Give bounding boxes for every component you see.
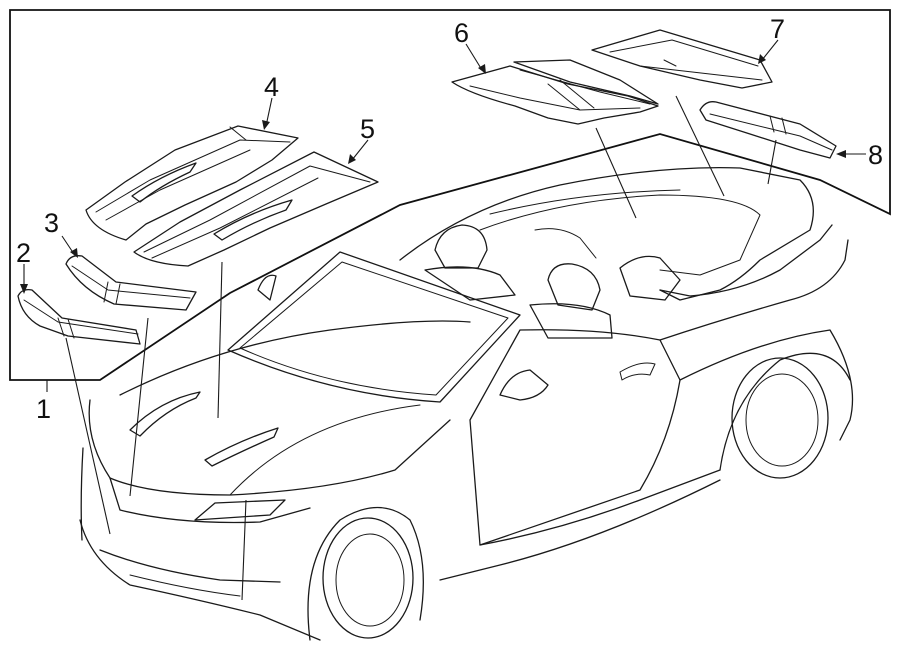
callout-2: 2 — [16, 238, 31, 268]
callout-8: 8 — [868, 140, 883, 170]
callout-4: 4 — [264, 72, 279, 102]
callout-1: 1 — [36, 394, 51, 424]
leader-lines — [23, 39, 866, 601]
car-body — [79, 166, 854, 641]
part-8-stripe — [699, 101, 837, 159]
part-2-stripe — [17, 288, 141, 345]
part-5-stripe — [133, 151, 379, 267]
callout-numbers: 1 2 3 4 5 6 7 8 — [16, 14, 883, 424]
arrowheads — [20, 54, 846, 294]
part-3-stripe — [65, 255, 197, 311]
callout-3: 3 — [44, 208, 59, 238]
part-7-stripe — [591, 29, 773, 89]
callout-5: 5 — [360, 114, 375, 144]
callout-6: 6 — [454, 18, 469, 48]
parts-frame — [9, 9, 891, 381]
part-6-stripe — [451, 59, 659, 125]
part-4-stripe — [85, 125, 299, 241]
callout-7: 7 — [770, 14, 785, 44]
